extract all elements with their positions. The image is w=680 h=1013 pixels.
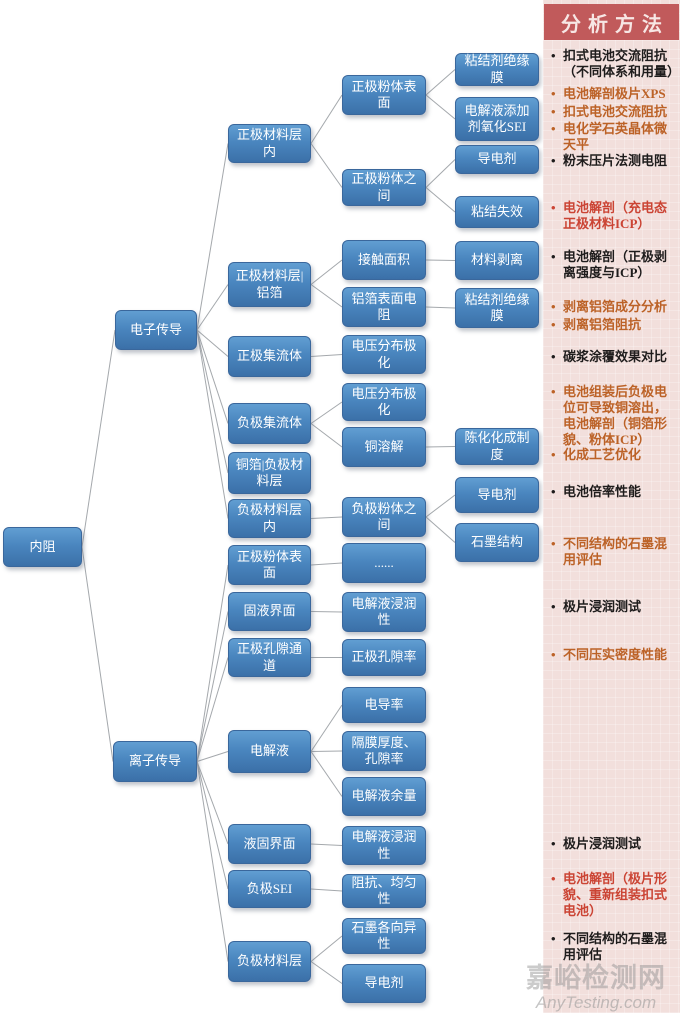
node-anode-current-collector: 负极集流体 (228, 403, 311, 444)
analysis-method-item: 极片浸润测试 (549, 599, 678, 615)
node-foil-surface-resistance: 铝箔表面电阻 (342, 287, 426, 327)
analysis-method-item: 扣式电池交流阻抗（不同体系和用量） (549, 48, 680, 80)
analysis-method-item: 不同结构的石墨混用评估 (549, 536, 678, 568)
node-anode-sei: 负极SEI (228, 870, 311, 908)
analysis-method-item: 电池解剖（充电态正极材料ICP） (549, 200, 678, 232)
node-copper-dissolution: 铜溶解 (342, 427, 426, 467)
node-conductive-agent-2: 导电剂 (455, 477, 539, 513)
analysis-method-item: 剥离铝箔阻抗 (549, 317, 678, 333)
node-conductive-agent-3: 导电剂 (342, 964, 426, 1003)
node-anode-material-layer-2: 负极材料层 (228, 941, 311, 982)
node-cathode-layer-al-foil: 正极材料层|铝箔 (228, 262, 311, 307)
node-ellipsis: ...... (342, 543, 426, 583)
node-between-anode-powder: 负极粉体之间 (342, 497, 426, 537)
node-electrolyte-remainder: 电解液余量 (342, 777, 426, 816)
node-binder-insulation-film-2: 粘结剂绝缘膜 (455, 288, 539, 328)
node-conductive-agent-1: 导电剂 (455, 145, 539, 174)
analysis-method-item: 碳浆涂覆效果对比 (549, 349, 678, 365)
node-conductivity: 电导率 (342, 687, 426, 723)
node-electrolyte-additive-oxidized-sei: 电解液添加剂氧化SEI (455, 97, 539, 141)
node-electron-conduction: 电子传导 (115, 310, 197, 350)
node-separator-thickness-porosity: 隔膜厚度、孔隙率 (342, 731, 426, 771)
node-material-peel: 材料剥离 (455, 241, 539, 280)
node-cathode-powder-surface-1: 正极粉体表面 (342, 75, 426, 115)
node-ion-conduction: 离子传导 (113, 741, 197, 782)
node-graphite-structure: 石墨结构 (455, 523, 539, 562)
analysis-method-item: 电池解剖极片XPS (549, 86, 678, 102)
analysis-method-item: 不同压实密度性能 (549, 647, 678, 663)
analysis-method-item: 扣式电池交流阻抗 (549, 104, 678, 120)
node-electrolyte-wetting-2: 电解液浸润性 (342, 826, 426, 865)
analysis-methods-list: 扣式电池交流阻抗（不同体系和用量） 电池解剖极片XPS 扣式电池交流阻抗 电化学… (549, 0, 680, 1013)
node-aging-formation-regime: 陈化化成制度 (455, 428, 539, 465)
node-internal-resistance: 内阻 (3, 527, 82, 567)
node-cathode-pore-channel: 正极孔隙通道 (228, 638, 311, 677)
analysis-method-item: 电池解剖（正极剥离强度与ICP） (549, 249, 678, 281)
analysis-method-item: 电池倍率性能 (549, 484, 678, 500)
analysis-methods-panel: 分析方法 扣式电池交流阻抗（不同体系和用量） 电池解剖极片XPS 扣式电池交流阻… (543, 0, 680, 1013)
analysis-method-item: 剥离铝箔成分分析 (549, 299, 678, 315)
node-binder-insulation-film-1: 粘结剂绝缘膜 (455, 53, 539, 86)
node-graphite-anisotropy: 石墨各向异性 (342, 918, 426, 954)
analysis-methods-title: 分析方法 (544, 4, 679, 40)
node-solid-liquid-interface: 固液界面 (228, 592, 311, 631)
node-anode-material-layer: 负极材料层内 (228, 499, 311, 538)
analysis-method-item: 化成工艺优化 (549, 447, 678, 463)
node-cathode-current-collector: 正极集流体 (228, 336, 311, 377)
node-cathode-material-layer: 正极材料层内 (228, 124, 311, 163)
node-electrolyte: 电解液 (228, 730, 311, 773)
analysis-method-item: 粉末压片法测电阻 (549, 153, 678, 169)
node-contact-area: 接触面积 (342, 240, 426, 280)
node-binder-failure: 粘结失效 (455, 196, 539, 228)
node-voltage-distribution-polarization-1: 电压分布极化 (342, 335, 426, 374)
analysis-method-item: 不同结构的石墨混用评估 (549, 931, 678, 963)
node-cathode-powder-surface-2: 正极粉体表面 (228, 545, 311, 585)
analysis-method-item: 电池组装后负极电位可导致铜溶出，电池解剖（铜箔形貌、粉体ICP） (549, 384, 678, 448)
node-between-cathode-powder: 正极粉体之间 (342, 169, 426, 206)
node-electrolyte-wetting-1: 电解液浸润性 (342, 592, 426, 632)
analysis-method-item: 电化学石英晶体微天平 (549, 121, 678, 153)
node-cathode-porosity: 正极孔隙率 (342, 639, 426, 676)
analysis-method-item: 极片浸润测试 (549, 836, 678, 852)
analysis-method-item: 电池解剖（极片形貌、重新组装扣式电池） (549, 871, 678, 919)
node-cu-foil-anode-layer: 铜箔|负极材料层 (228, 452, 311, 494)
node-impedance-uniformity: 阻抗、均匀性 (342, 874, 426, 908)
node-liquid-solid-interface: 液固界面 (228, 824, 311, 864)
node-voltage-distribution-polarization-2: 电压分布极化 (342, 383, 426, 421)
